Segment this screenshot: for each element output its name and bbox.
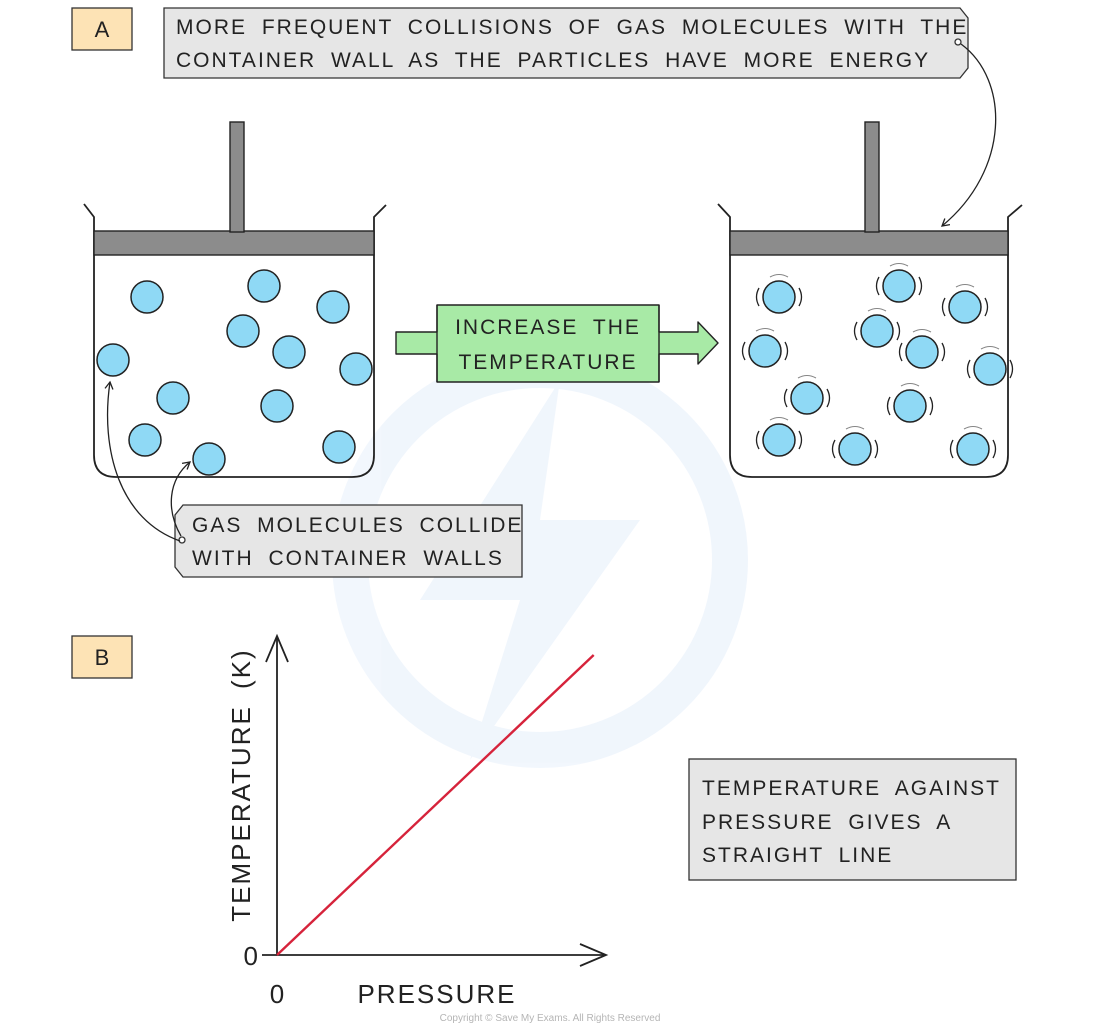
left-piston-plate xyxy=(93,230,375,256)
left-piston-rod xyxy=(229,121,245,233)
vibrating-gas-molecule xyxy=(755,416,803,457)
svg-text:A: A xyxy=(95,17,110,42)
gas-molecule xyxy=(128,423,162,457)
temperature-pressure-graph: 0 0 PRESSURE TEMPERATURE (K) xyxy=(226,633,609,1009)
top-callout-line-2: CONTAINER WALL AS THE PARTICLES HAVE MOR… xyxy=(176,49,930,72)
right-piston-plate xyxy=(729,230,1009,256)
gas-molecule xyxy=(96,343,130,377)
right-container xyxy=(717,121,1023,478)
gas-molecule xyxy=(316,290,350,324)
gas-molecule xyxy=(130,280,164,314)
left-molecules xyxy=(96,269,373,476)
process-arrow-line-1: INCREASE THE xyxy=(455,316,641,339)
process-arrow-line-2: TEMPERATURE xyxy=(458,351,637,374)
vibrating-gas-molecule xyxy=(741,327,789,368)
vibrating-gas-molecule xyxy=(886,382,934,423)
y-axis-arrowhead xyxy=(265,633,289,663)
temperature-pressure-line xyxy=(276,654,595,956)
right-container-walls xyxy=(717,203,1023,478)
vibrating-gas-molecule xyxy=(853,307,901,348)
top-callout-line-1: MORE FREQUENT COLLISIONS OF GAS MOLECULE… xyxy=(176,16,968,39)
gas-molecule xyxy=(226,314,260,348)
bottom-callout-pointer-arrow-2 xyxy=(170,461,192,537)
left-container xyxy=(83,121,387,478)
bottom-callout-line-2: WITH CONTAINER WALLS xyxy=(192,547,504,570)
y-tick-label: 0 xyxy=(244,941,258,971)
vibrating-gas-molecule xyxy=(875,262,923,303)
right-piston-rod xyxy=(864,121,880,233)
section-b-label: B xyxy=(71,635,133,679)
vibrating-gas-molecule xyxy=(831,425,879,466)
gas-molecule xyxy=(260,389,294,423)
top-callout: MORE FREQUENT COLLISIONS OF GAS MOLECULE… xyxy=(163,7,969,79)
gas-molecule xyxy=(272,335,306,369)
increase-temperature-arrow: INCREASE THE TEMPERATURE xyxy=(395,304,719,383)
gas-molecule xyxy=(339,352,373,386)
vibrating-gas-molecule xyxy=(755,273,803,314)
vibrating-gas-molecule xyxy=(949,425,997,466)
x-tick-label: 0 xyxy=(270,979,284,1009)
note-line-2: PRESSURE GIVES A xyxy=(702,811,952,834)
vibrating-gas-molecule xyxy=(966,345,1014,386)
vibrating-gas-molecule xyxy=(898,328,946,369)
bottom-callout-pointer-arrow-1 xyxy=(104,380,181,542)
vibrating-gas-molecule xyxy=(941,283,989,324)
right-molecules xyxy=(741,262,1014,466)
note-line-1: TEMPERATURE AGAINST xyxy=(702,777,1001,800)
top-callout-pointer-arrow xyxy=(940,43,997,227)
y-axis-label: TEMPERATURE (K) xyxy=(226,648,256,921)
note-line-3: STRAIGHT LINE xyxy=(702,844,893,867)
straight-line-note: TEMPERATURE AGAINST PRESSURE GIVES A STR… xyxy=(688,758,1017,881)
copyright-text: Copyright © Save My Exams. All Rights Re… xyxy=(440,1013,661,1024)
bottom-callout-line-1: GAS MOLECULES COLLIDE xyxy=(192,514,523,537)
x-axis-arrowhead xyxy=(579,943,609,967)
bottom-callout: GAS MOLECULES COLLIDE WITH CONTAINER WAL… xyxy=(174,504,523,578)
gas-molecule xyxy=(192,442,226,476)
vibrating-gas-molecule xyxy=(783,374,831,415)
svg-text:B: B xyxy=(95,645,110,670)
left-container-walls xyxy=(83,203,387,478)
x-axis-label: PRESSURE xyxy=(357,979,516,1009)
section-a-label: A xyxy=(71,7,133,51)
gas-molecule xyxy=(156,381,190,415)
gas-molecule xyxy=(322,430,356,464)
gas-molecule xyxy=(247,269,281,303)
